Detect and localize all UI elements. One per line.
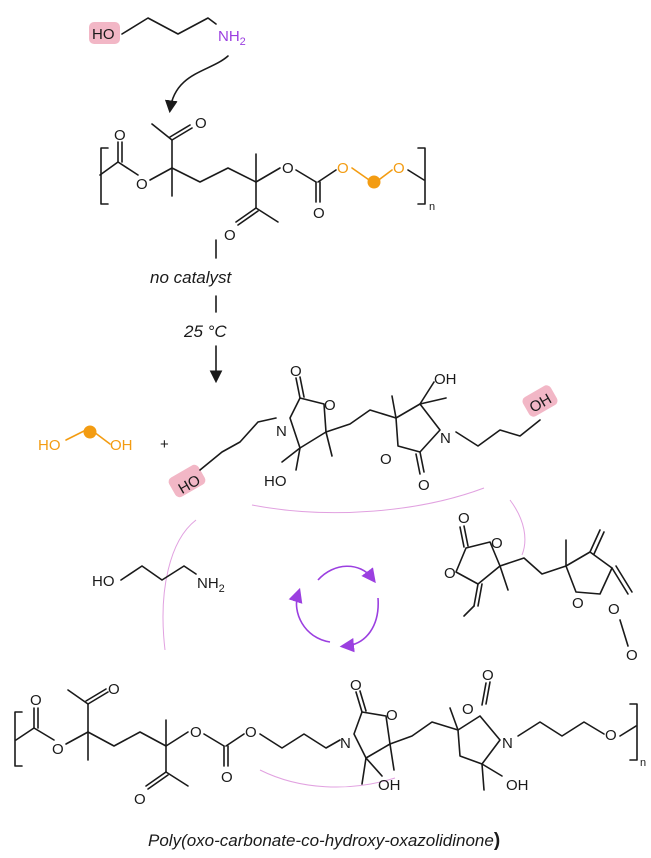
o-prod-end: O — [605, 727, 617, 744]
o-carbonyl-2: O — [313, 205, 325, 222]
o-acetyl-prod-2: O — [134, 791, 146, 808]
condition-catalyst: no catalyst — [150, 268, 233, 287]
o-ester-prod-left: O — [52, 741, 64, 758]
o-acetyl-1: O — [195, 115, 207, 132]
attack-arrow — [164, 55, 229, 114]
n-prod-ring-2: N — [502, 735, 513, 752]
o-carbonyl-ring-1: O — [290, 363, 302, 380]
aminopropanol-reagent-top: HO NH2 — [89, 17, 246, 48]
o-ring-carb-1b: O — [444, 565, 456, 582]
starting-polymer: O O O O O O O O n — [99, 115, 435, 244]
o-ring-carb-2a: O — [608, 601, 620, 618]
oh-prod-ring-2: OH — [506, 777, 529, 794]
hydroxyl-highlight-left — [168, 464, 206, 498]
o-ester-prod-3: O — [245, 724, 257, 741]
ho-cycle: HO — [92, 573, 115, 590]
o-ring-2: O — [380, 451, 392, 468]
n-ring-2: N — [440, 430, 451, 447]
ho-ring-1: HO — [264, 473, 287, 490]
condition-temperature: 25 °C — [183, 322, 227, 341]
repeat-n-top: n — [429, 201, 435, 213]
orange-dot-top — [367, 175, 381, 189]
ho-orange: HO — [38, 437, 61, 454]
reaction-arrow: no catalyst 25 °C — [150, 239, 233, 384]
cycle-arrow-top — [317, 565, 376, 584]
o-orange-1: O — [337, 160, 349, 177]
o-carbonyl-prod-ring-2: O — [482, 667, 494, 684]
cycle-arrows — [288, 565, 379, 653]
o-acetyl-prod-1: O — [108, 681, 120, 698]
o-prod-ring-2: O — [462, 701, 474, 718]
n-ring-1: N — [276, 423, 287, 440]
plus-sign: + — [160, 436, 169, 453]
product-caption: Poly(oxo-carbonate-co-hydroxy-oxazolidin… — [148, 830, 500, 851]
o-prod-ring-1: O — [386, 707, 398, 724]
oh-orange: OH — [110, 437, 133, 454]
repeat-n-bottom: n — [640, 757, 646, 769]
o-ring-1: O — [324, 397, 336, 414]
bis-oxazolidinone-diol: HO N O O HO OH O O N OH — [168, 363, 558, 498]
o-carbonyl-ring-2: O — [418, 477, 430, 494]
n-prod-ring-1: N — [340, 735, 351, 752]
oh-prod-ring-1: OH — [378, 777, 401, 794]
cycle-arrow-left — [288, 587, 331, 643]
o-ester-prod-2: O — [190, 724, 202, 741]
nh2-label-top: NH2 — [218, 28, 246, 48]
product-polymer: O O O O O O O N O O OH — [14, 667, 646, 808]
o-ester-left: O — [136, 176, 148, 193]
nh2-cycle: NH2 — [197, 575, 225, 595]
hydroxyl-highlight-right — [522, 385, 558, 417]
o-carbonyl-left: O — [114, 127, 126, 144]
hydroxyl-highlight-top — [89, 22, 120, 44]
aminopropanol-reagent-cycle: HO NH2 — [92, 565, 225, 595]
oh-ring-2: OH — [434, 371, 457, 388]
diol-byproduct: HO OH — [38, 425, 133, 454]
cycle-ring — [251, 487, 485, 514]
o-ring-carb-2b: O — [572, 595, 584, 612]
o-acetyl-2: O — [224, 227, 236, 244]
orange-dot-diol — [83, 425, 97, 439]
o-exo-carbonate-1: O — [458, 510, 470, 527]
o-ester-2: O — [282, 160, 294, 177]
o-carbonyl-prod-left: O — [30, 692, 42, 709]
cycle-arrow-right — [339, 597, 379, 653]
bis-cyclic-carbonate: O O O O O O — [444, 510, 638, 664]
ho-label-top: HO — [92, 26, 115, 43]
o-orange-2: O — [393, 160, 405, 177]
o-ring-carb-1a: O — [491, 535, 503, 552]
o-carbonyl-prod-2: O — [221, 769, 233, 786]
o-exo-carbonate-2: O — [626, 647, 638, 664]
o-carbonyl-prod-ring-1: O — [350, 677, 362, 694]
